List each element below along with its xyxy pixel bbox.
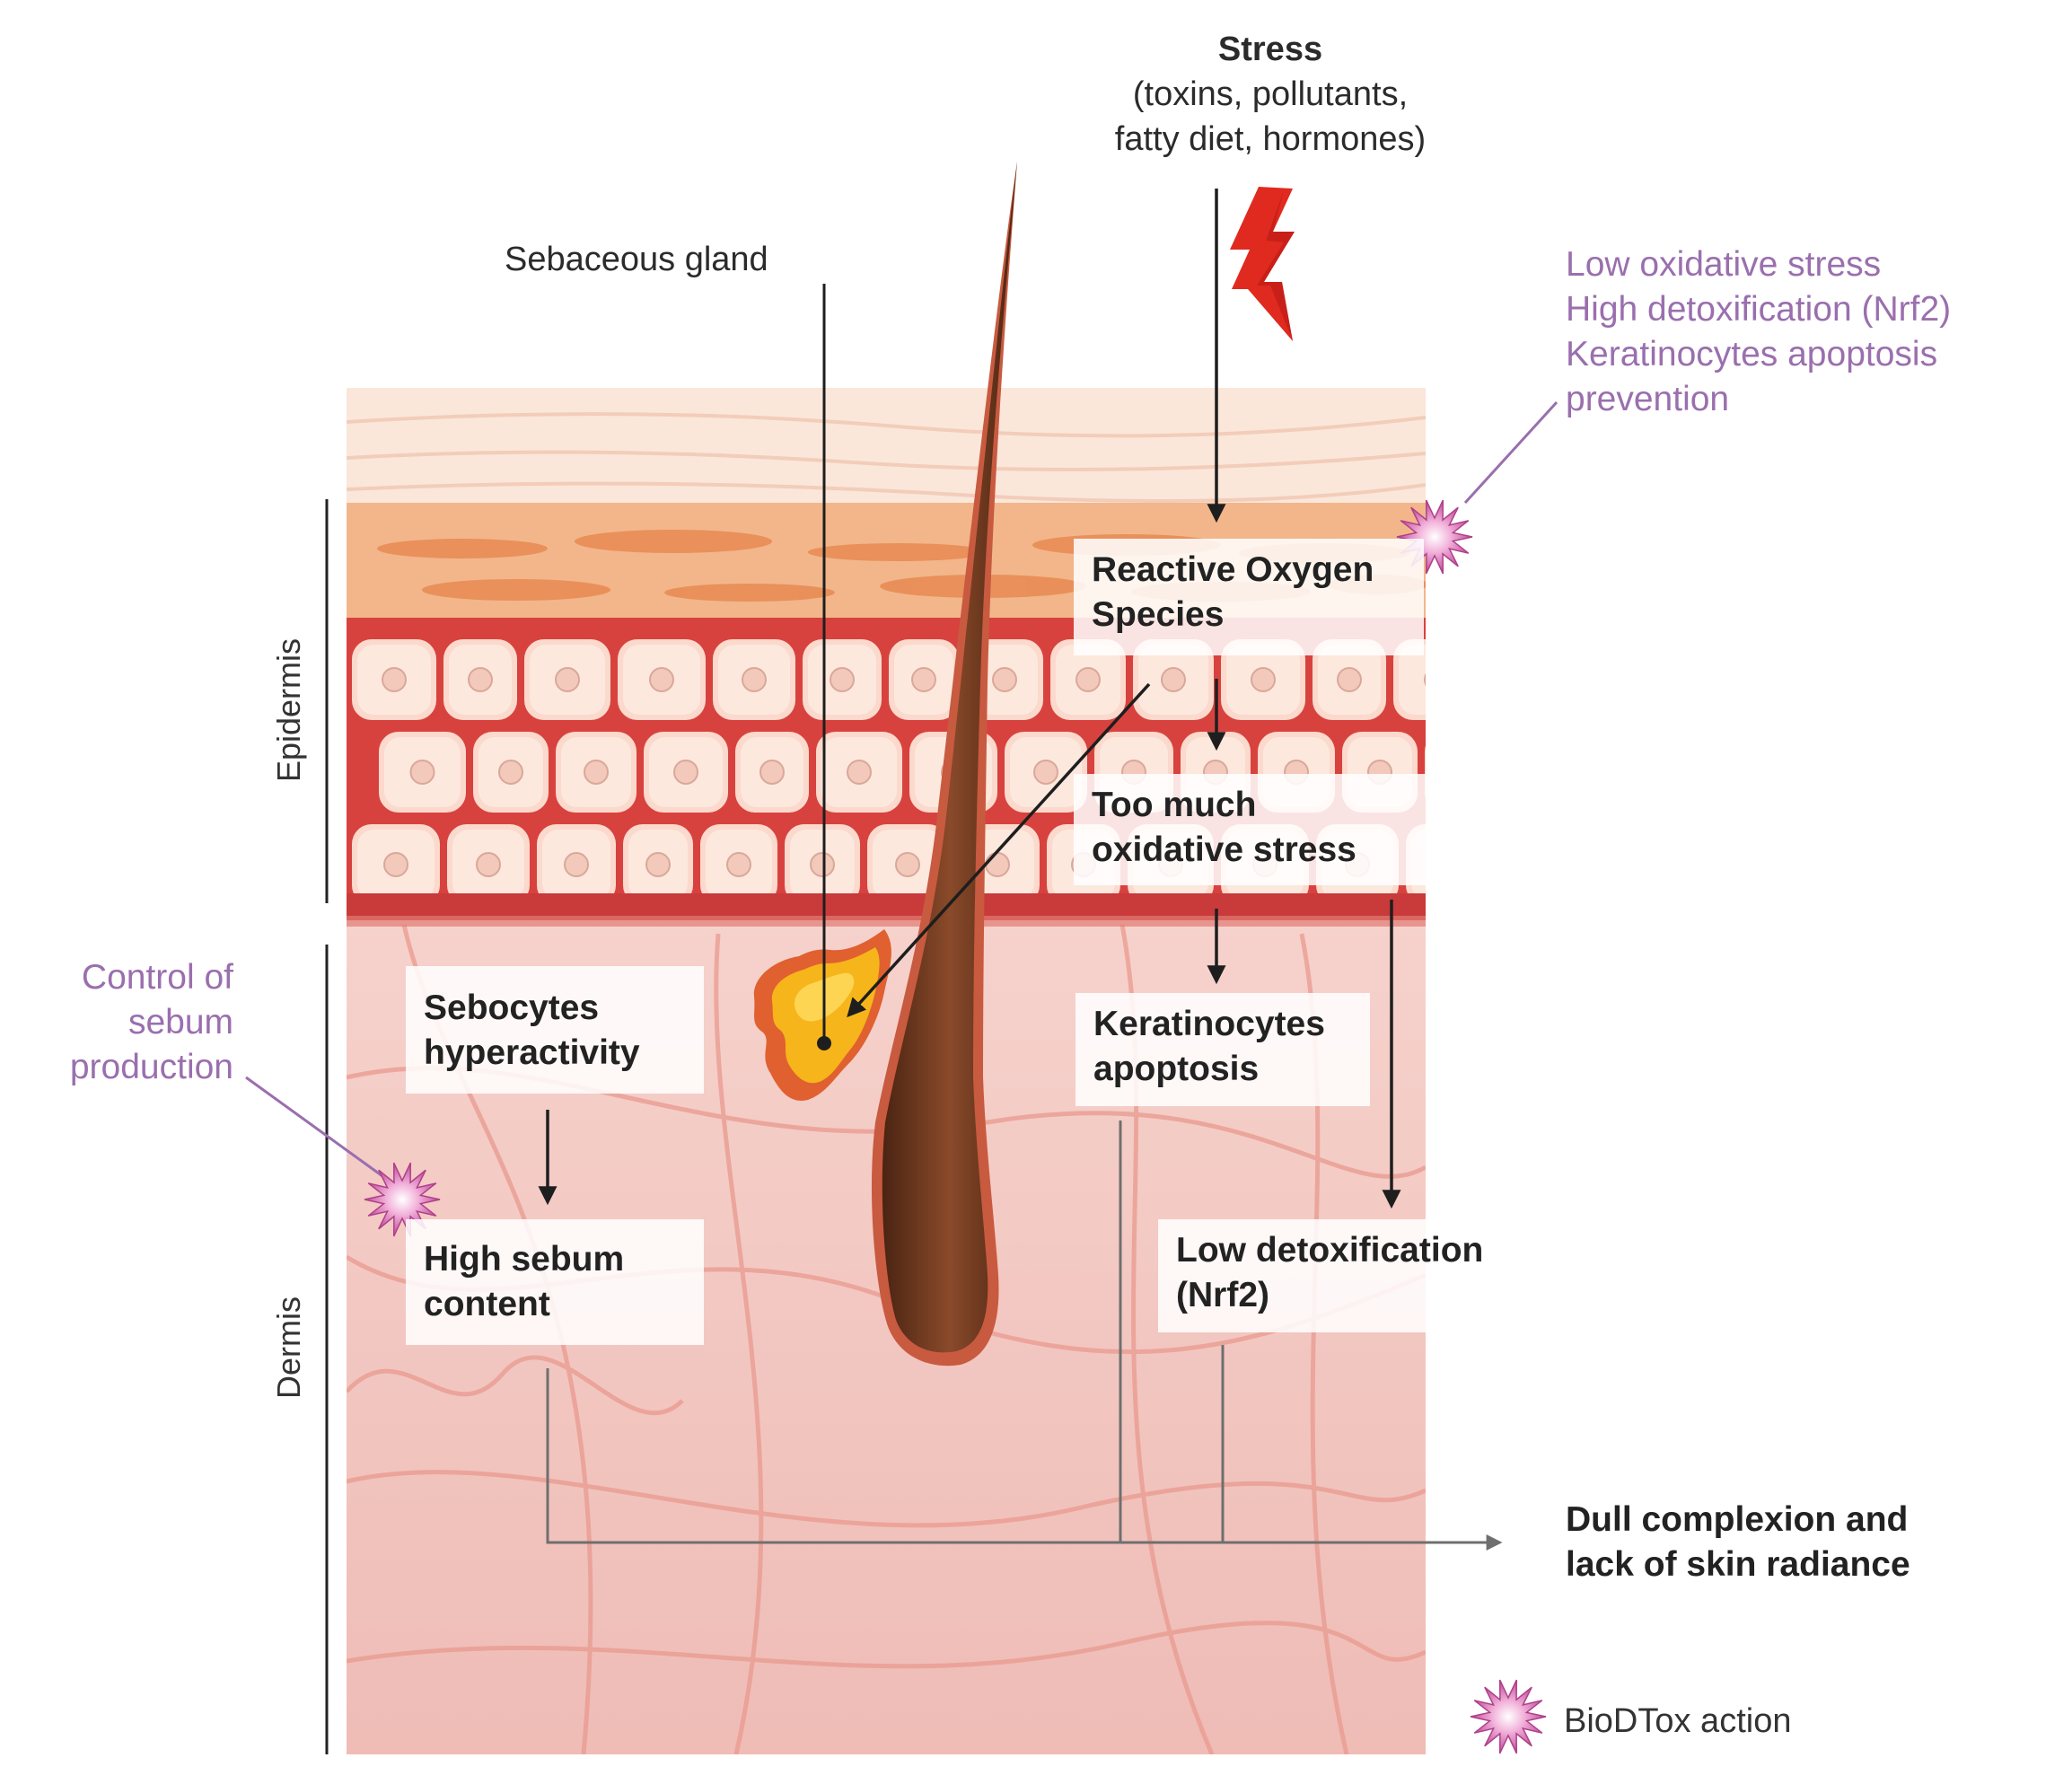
epidermis-cell [713, 639, 795, 720]
epidermis-cell [816, 732, 902, 813]
outcome-line-2: lack of skin radiance [1566, 1545, 1910, 1584]
epidermis-cell [1393, 639, 1426, 720]
biodtox-left-annotation: Control of sebum production [18, 955, 233, 1090]
oxidative-line-2: oxidative stress [1092, 830, 1356, 869]
biodtox-top-line-2: High detoxification (Nrf2) [1566, 290, 1952, 329]
flow-arrows [245, 189, 1558, 1551]
biodtox-top-annotation: Low oxidative stress High detoxification… [1566, 242, 1951, 422]
sebocytes-line-1: Sebocytes [424, 989, 600, 1027]
epidermis-cell [623, 824, 693, 905]
low-detox-line-2: (Nrf2) [1176, 1276, 1269, 1314]
epidermis-cell [889, 639, 959, 720]
epidermis-cell [537, 824, 616, 905]
epidermis-cell [1425, 745, 1426, 799]
epidermis-cell [644, 732, 728, 813]
sebocytes-box: Sebocytes hyperactivity [406, 966, 704, 1094]
low-detox-line-1: Low detoxification [1176, 1231, 1484, 1270]
outcome-label: Dull complexion and lack of skin radianc… [1566, 1498, 1910, 1587]
arrow-ros-to-gland [847, 682, 1151, 1018]
epidermis-cell [1313, 639, 1386, 720]
dermis-label: Dermis [270, 1296, 307, 1399]
ros-line-1: Reactive Oxygen [1092, 550, 1374, 589]
ros-box: Reactive Oxygen Species [1074, 539, 1424, 655]
epidermis-cell [443, 639, 517, 720]
high-sebum-line-1: High sebum [424, 1240, 625, 1279]
epidermis-cell [352, 639, 436, 720]
high-sebum-line-2: content [424, 1285, 550, 1323]
ros-line-2: Species [1092, 595, 1225, 634]
low-detox-box: Low detoxification (Nrf2) [1158, 1219, 1484, 1332]
biodtox-left-line-1: Control of [81, 958, 233, 997]
biodtox-top-line-4: prevention [1566, 380, 1730, 418]
outcome-line-1: Dull complexion and [1566, 1500, 1909, 1539]
oxidative-line-1: Too much [1092, 786, 1257, 824]
stress-title: Stress [1217, 31, 1323, 68]
legend-biodtox-label: BioDTox action [1564, 1702, 1792, 1740]
sebaceous-gland-label: Sebaceous gland [505, 241, 768, 278]
stratum-corneum-top [347, 388, 1426, 505]
biodtox-star-icon [1396, 499, 1473, 575]
biodtox-left-line-2: sebum [127, 1003, 233, 1041]
epidermis-cell [735, 732, 809, 813]
epidermis-cell [803, 639, 882, 720]
epidermis-cell [556, 732, 637, 813]
high-sebum-box: High sebum content [406, 1219, 704, 1345]
oxidative-stress-box: Too much oxidative stress [1074, 774, 1426, 885]
epidermis-cell [379, 732, 466, 813]
epidermis-cell [352, 824, 440, 905]
epidermis-cell [785, 824, 860, 905]
epidermis-cell [1005, 732, 1087, 813]
keratinocytes-line-1: Keratinocytes [1093, 1005, 1325, 1043]
stress-detail-2: fatty diet, hormones) [1114, 120, 1427, 158]
sebaceous-gland-shape [753, 929, 891, 1101]
epidermis-cell [473, 732, 549, 813]
epidermis-cell [524, 639, 610, 720]
epidermis-cell [1050, 639, 1126, 720]
epidermis-cell [447, 824, 530, 905]
epidermis-cell [1133, 639, 1214, 720]
stress-detail-1: (toxins, pollutants, [1132, 75, 1409, 113]
outcome-line [546, 1368, 1503, 1551]
epidermis-cell [1221, 639, 1305, 720]
keratinocytes-line-2: apoptosis [1093, 1050, 1260, 1088]
biodtox-top-line-1: Low oxidative stress [1566, 245, 1882, 284]
epidermis-cell [700, 824, 777, 905]
stress-label: Stress (toxins, pollutants, fatty diet, … [1077, 27, 1463, 162]
sebocytes-line-2: hyperactivity [424, 1033, 640, 1072]
epidermis-cell [618, 639, 706, 720]
biodtox-top-line-3: Keratinocytes apoptosis [1566, 335, 1938, 373]
epidermis-label: Epidermis [270, 637, 307, 783]
hair-shaft [871, 162, 1017, 1367]
biodtox-star-icon [1470, 1679, 1547, 1754]
biodtox-left-line-3: production [69, 1048, 233, 1086]
keratinocytes-apoptosis-box: Keratinocytes apoptosis [1076, 993, 1370, 1106]
